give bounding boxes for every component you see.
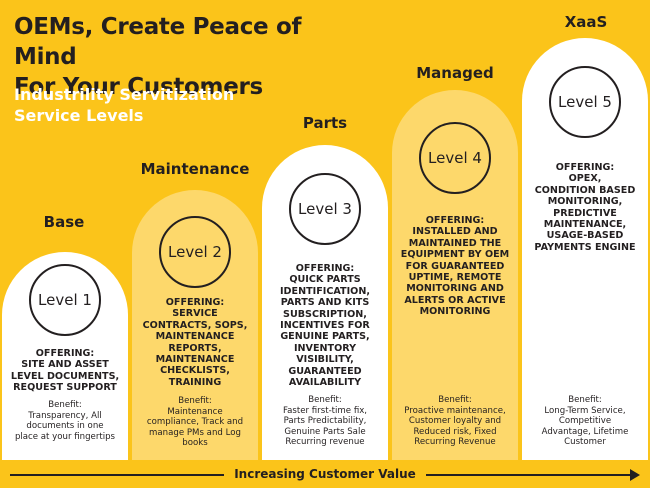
offering-line: LEVEL DOCUMENTS, <box>10 370 120 382</box>
page-subtitle: Industrility Servitization Service Level… <box>14 84 314 126</box>
offering-line: ALERTS OR ACTIVE <box>404 294 506 306</box>
offering-line: INVENTORY <box>293 342 357 354</box>
benefit-line: Customer <box>564 437 606 448</box>
level-4-offering: OFFERING: INSTALLED AND MAINTAINED THE E… <box>396 215 514 318</box>
offering-line: MONITORING, <box>547 196 623 208</box>
tier-name-base: Base <box>43 213 85 231</box>
benefit-line: Recurring revenue <box>285 437 365 448</box>
offering-line: MAINTENANCE, <box>543 219 627 231</box>
tier-name-parts: Parts <box>302 114 348 132</box>
level-3-circle: Level 3 <box>289 173 361 245</box>
offering-line: SITE AND ASSET <box>21 359 109 371</box>
benefit-heading: Benefit: <box>308 395 342 405</box>
benefit-line: Transparency, All <box>28 410 102 421</box>
level-2-circle: Level 2 <box>159 216 231 288</box>
benefit-line: books <box>182 438 208 449</box>
tier-name-xaas: XaaS <box>564 13 608 31</box>
arrow-right-icon <box>630 469 640 481</box>
offering-line: AVAILABILITY <box>288 377 362 389</box>
benefit-line: Long-Term Service, <box>544 405 626 416</box>
level-2-offering: OFFERING: SERVICE CONTRACTS, SOPS, MAINT… <box>136 297 254 388</box>
benefit-line: Advantage, Lifetime <box>541 426 629 437</box>
title-line-1: OEMs, Create Peace of Mind <box>14 14 302 70</box>
benefit-line: Customer loyalty and <box>408 416 502 427</box>
benefit-heading: Benefit: <box>438 395 472 405</box>
offering-line: REQUEST SUPPORT <box>13 382 117 394</box>
offering-line: INSTALLED AND <box>412 226 498 238</box>
offering-line: OFFERING: <box>35 348 95 359</box>
tier-name-maintenance: Maintenance <box>140 160 250 178</box>
offering-line: OFFERING: <box>165 297 225 308</box>
offering-line: OPEX, <box>568 173 602 185</box>
offering-line: PREDICTIVE <box>553 207 617 219</box>
level-5-circle: Level 5 <box>549 66 621 138</box>
pillar-level-5: Level 5 OFFERING: OPEX, CONDITION BASED … <box>522 38 648 460</box>
subtitle-line-1: Industrility Servitization <box>14 85 235 104</box>
value-arrow-label: Increasing Customer Value <box>0 465 650 483</box>
offering-line: GUARANTEED <box>288 365 362 377</box>
offering-line: SERVICE <box>172 308 218 320</box>
benefit-heading: Benefit: <box>48 400 82 410</box>
level-3-offering: OFFERING: QUICK PARTS IDENTIFICATION, PA… <box>266 263 384 388</box>
level-1-benefit: Benefit: Transparency, All documents in … <box>5 400 125 442</box>
offering-line: MAINTENANCE <box>155 331 235 343</box>
page-title: OEMs, Create Peace of Mind For Your Cust… <box>14 12 344 102</box>
benefit-heading: Benefit: <box>178 396 212 406</box>
tier-name-managed: Managed <box>416 64 494 82</box>
title-line-2: For Your Customers <box>14 74 263 100</box>
offering-line: MONITORING AND <box>406 283 504 295</box>
offering-line: OFFERING: <box>295 263 355 274</box>
pillar-level-2: Level 2 OFFERING: SERVICE CONTRACTS, SOP… <box>132 190 258 460</box>
level-2-benefit: Benefit: Maintenance compliance, Track a… <box>135 396 255 449</box>
pillar-level-3: Level 3 OFFERING: QUICK PARTS IDENTIFICA… <box>262 145 388 460</box>
benefit-line: Parts Predictability, <box>283 416 367 427</box>
level-5-benefit: Benefit: Long-Term Service, Competitive … <box>525 395 645 448</box>
offering-line: MAINTAINED THE <box>408 237 502 249</box>
offering-line: UPTIME, REMOTE <box>408 272 502 284</box>
benefit-heading: Benefit: <box>568 395 602 405</box>
level-1-circle: Level 1 <box>29 264 101 336</box>
level-4-benefit: Benefit: Proactive maintenance, Customer… <box>395 395 515 448</box>
offering-line: FOR GUARANTEED <box>405 260 505 272</box>
pillar-level-1: Level 1 OFFERING: SITE AND ASSET LEVEL D… <box>2 252 128 460</box>
offering-line: EQUIPMENT BY OEM <box>400 249 510 261</box>
benefit-line: Proactive maintenance, <box>404 405 506 416</box>
offering-line: PAYMENTS ENGINE <box>534 241 636 253</box>
offering-line: GENUINE PARTS, <box>280 331 370 343</box>
offering-line: PARTS AND KITS <box>280 297 370 309</box>
offering-line: CHECKLISTS, <box>160 365 230 377</box>
offering-line: MAINTENANCE <box>155 354 235 366</box>
level-3-benefit: Benefit: Faster first-time fix, Parts Pr… <box>265 395 385 448</box>
offering-line: CONTRACTS, SOPS, <box>142 319 248 331</box>
benefit-line: manage PMs and Log <box>149 427 241 438</box>
level-5-offering: OFFERING: OPEX, CONDITION BASED MONITORI… <box>526 162 644 253</box>
benefit-line: place at your fingertips <box>14 431 116 442</box>
offering-line: TRAINING <box>168 376 222 388</box>
benefit-line: documents in one <box>26 421 104 432</box>
benefit-line: Recurring Revenue <box>414 437 496 448</box>
arrow-label-text: Increasing Customer Value <box>224 467 426 481</box>
offering-line: MONITORING <box>419 306 491 318</box>
offering-line: CONDITION BASED <box>534 184 636 196</box>
level-1-offering: OFFERING: SITE AND ASSET LEVEL DOCUMENTS… <box>6 348 124 394</box>
offering-line: USAGE-BASED <box>546 230 624 242</box>
offering-line: SUBSCRIPTION, <box>283 308 367 320</box>
benefit-line: Maintenance <box>167 406 223 417</box>
offering-line: IDENTIFICATION, <box>279 285 371 297</box>
offering-line: OFFERING: <box>425 215 485 226</box>
offering-line: OFFERING: <box>555 162 615 173</box>
offering-line: QUICK PARTS <box>289 274 361 286</box>
subtitle-line-2: Service Levels <box>14 106 144 125</box>
benefit-line: compliance, Track and <box>146 417 244 428</box>
pillar-level-4: Level 4 OFFERING: INSTALLED AND MAINTAIN… <box>392 90 518 460</box>
offering-line: REPORTS, <box>168 342 222 354</box>
offering-line: VISIBILITY, <box>296 354 354 366</box>
benefit-line: Genuine Parts Sale <box>284 426 366 437</box>
benefit-line: Competitive <box>558 416 612 427</box>
benefit-line: Reduced risk, Fixed <box>413 426 497 437</box>
benefit-line: Faster first-time fix, <box>282 405 368 416</box>
level-4-circle: Level 4 <box>419 122 491 194</box>
offering-line: INCENTIVES FOR <box>280 320 370 332</box>
